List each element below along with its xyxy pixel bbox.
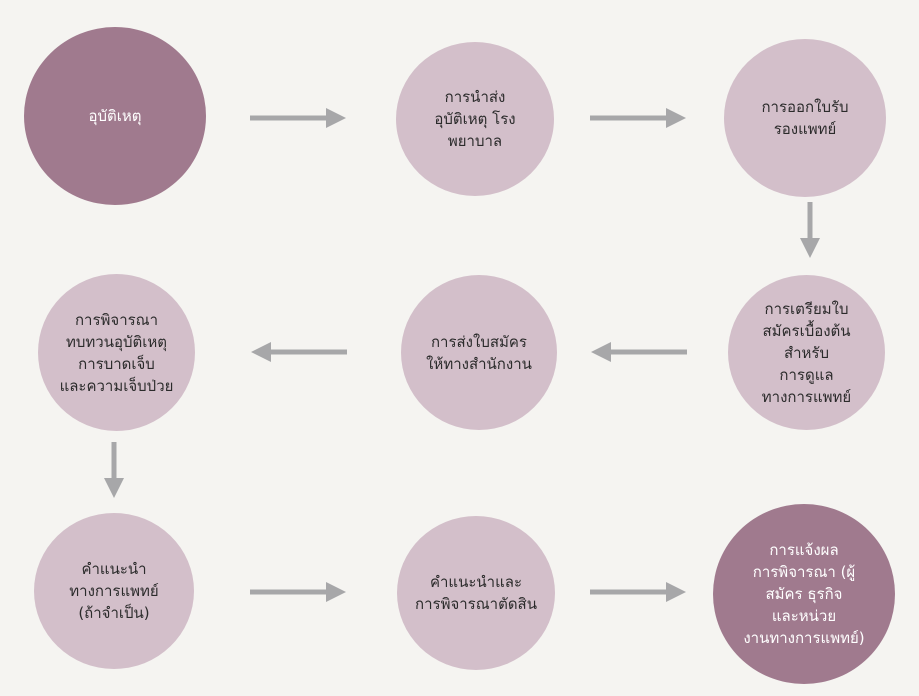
node-prepare-application-label: การเตรียมใบ สมัครเบื้องต้นสำหรับ การดูแล…	[761, 299, 852, 406]
node-submit-application: การส่งใบสมัคร ให้ทางสำนักงาน	[401, 275, 557, 430]
node-medical-certificate: การออกใบรับ รองแพทย์	[724, 39, 886, 197]
node-accident-label: อุบัติเหตุ	[88, 107, 142, 125]
node-advice-decision-label: คำแนะนำและ การพิจารณาตัดสิน	[415, 573, 537, 613]
node-medical-advice-label: คำแนะนำ ทางการแพทย์ (ถ้าจำเป็น)	[69, 560, 159, 622]
node-notify-result: การแจ้งผล การพิจารณา (ผู้ สมัคร ธุรกิจ แ…	[713, 504, 895, 684]
node-notify-result-label: การแจ้งผล การพิจารณา (ผู้ สมัคร ธุรกิจ แ…	[743, 541, 865, 647]
node-prepare-application: การเตรียมใบ สมัครเบื้องต้นสำหรับ การดูแล…	[728, 275, 885, 430]
node-review-accident-label: การพิจารณา ทบทวนอุบัติเหตุ การบาดเจ็บ แล…	[59, 310, 174, 395]
node-accident: อุบัติเหตุ	[24, 27, 206, 205]
node-medical-advice: คำแนะนำ ทางการแพทย์ (ถ้าจำเป็น)	[34, 513, 194, 669]
node-advice-decision: คำแนะนำและ การพิจารณาตัดสิน	[397, 516, 555, 670]
node-hospital-transfer: การนำส่ง อุบัติเหตุ โรง พยาบาล	[396, 42, 554, 196]
node-review-accident: การพิจารณา ทบทวนอุบัติเหตุ การบาดเจ็บ แล…	[38, 274, 195, 431]
node-submit-application-label: การส่งใบสมัคร ให้ทางสำนักงาน	[426, 332, 532, 373]
node-hospital-transfer-label: การนำส่ง อุบัติเหตุ โรง พยาบาล	[434, 88, 516, 150]
node-medical-certificate-label: การออกใบรับ รองแพทย์	[761, 98, 849, 138]
